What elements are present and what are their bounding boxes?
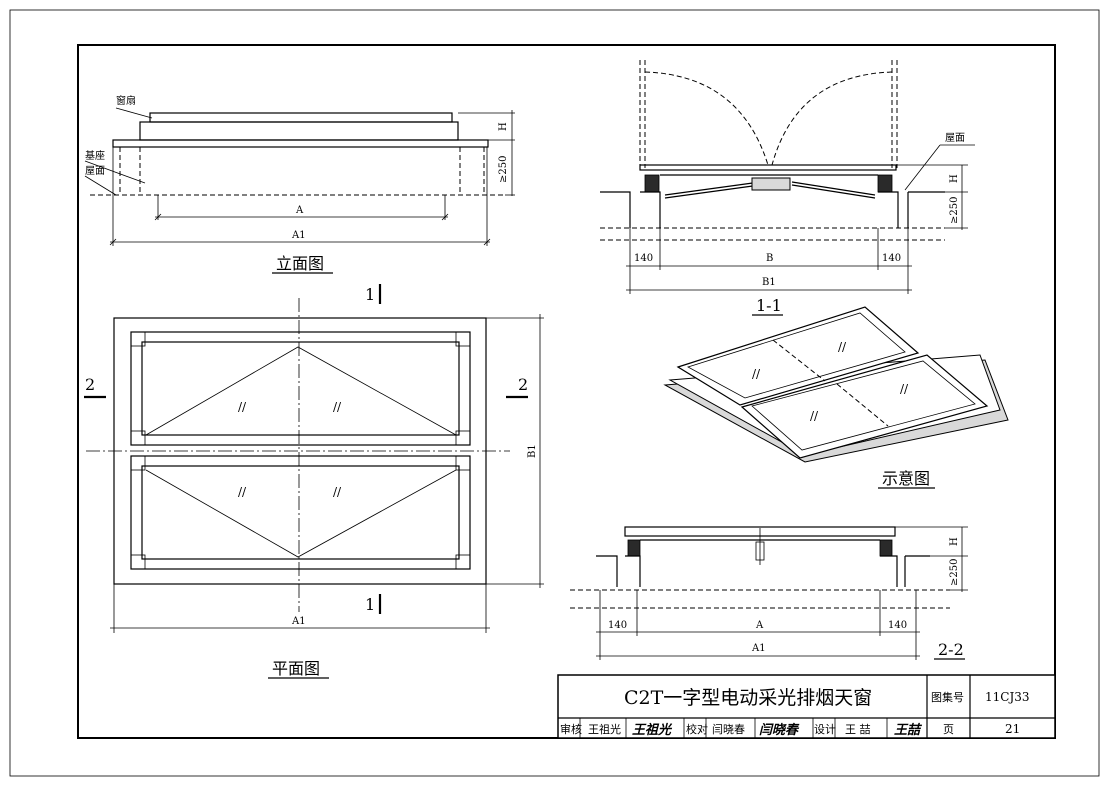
dim-a1-section2: A1 — [751, 643, 766, 654]
atlas-number: 11CJ33 — [985, 690, 1030, 704]
elevation-view: 窗扇 基座 屋面 A A1 H ≥250 立面图 — [84, 94, 515, 274]
design-label: 设计 — [814, 723, 836, 736]
cut-mark-1-bottom: 1 — [365, 595, 375, 614]
dim-b1: B1 — [762, 277, 776, 288]
caption-plan: 平面图 — [272, 659, 320, 678]
designer-name: 王 喆 — [845, 723, 871, 736]
dim-a1-plan: A1 — [291, 616, 306, 627]
isometric-view: // // // // 示意图 — [663, 306, 1009, 489]
glass-mark-iso: // — [900, 382, 909, 396]
dim-b: B — [766, 253, 773, 264]
label-roof: 屋面 — [85, 165, 105, 177]
dim-base-section1: ≥250 — [949, 197, 960, 224]
dim-140-left-section1: 140 — [634, 253, 653, 264]
dim-h: H — [498, 122, 509, 131]
review-label: 审核 — [560, 722, 582, 736]
dim-h-section2: H — [949, 537, 960, 546]
checker-signature: 闫晓春 — [759, 722, 800, 738]
dim-a-section2: A — [755, 620, 764, 631]
caption-elevation: 立面图 — [276, 254, 324, 273]
dim-a: A — [295, 205, 304, 216]
cut-mark-1-top: 1 — [365, 285, 375, 304]
glass-mark-plan: // — [238, 485, 247, 499]
cut-mark-2-left: 2 — [85, 375, 95, 394]
dim-b1-plan: B1 — [527, 444, 538, 458]
glass-mark-plan: // — [333, 400, 342, 414]
plan-view: // // // // 1 1 2 2 B1 A1 平面图 — [84, 284, 544, 679]
cut-mark-2-right: 2 — [518, 375, 528, 394]
glass-mark-iso: // — [810, 409, 819, 423]
title-block: C2T一字型电动采光排烟天窗 图集号 11CJ33 审核 王祖光 王祖光 校对 … — [557, 674, 1056, 739]
reviewer-signature: 王祖光 — [632, 722, 673, 738]
glass-mark-iso: // — [752, 367, 761, 381]
checker-name: 闫晓春 — [712, 723, 745, 736]
label-base: 基座 — [85, 149, 105, 162]
dim-base-section2: ≥250 — [949, 559, 960, 586]
dim-h-section1: H — [949, 174, 960, 183]
glass-mark-iso: // — [838, 340, 847, 354]
caption-iso: 示意图 — [882, 469, 930, 488]
dim-a1: A1 — [291, 230, 306, 241]
dim-140-right-section2: 140 — [888, 620, 907, 631]
designer-signature: 王喆 — [894, 722, 923, 738]
atlas-label: 图集号 — [931, 690, 964, 704]
dim-140-left-section2: 140 — [608, 620, 627, 631]
reviewer-name: 王祖光 — [588, 722, 621, 736]
page-label: 页 — [943, 723, 954, 736]
caption-section-1: 1-1 — [756, 296, 782, 315]
label-roof-section1: 屋面 — [945, 132, 965, 144]
page-number: 21 — [1005, 722, 1020, 736]
label-sash: 窗扇 — [116, 94, 136, 107]
section-2-2: H ≥250 140 A 140 A1 2-2 — [570, 526, 968, 660]
glass-mark-plan: // — [333, 485, 342, 499]
section-1-1: 屋面 H ≥250 140 B 140 B1 1-1 — [600, 60, 975, 316]
drawing-title: C2T一字型电动采光排烟天窗 — [624, 687, 872, 709]
glass-mark-plan: // — [238, 400, 247, 414]
check-label: 校对 — [686, 722, 708, 736]
dim-base-height: ≥250 — [498, 156, 509, 183]
caption-section-2: 2-2 — [938, 640, 964, 659]
dim-140-right-section1: 140 — [882, 253, 901, 264]
outer-border — [9, 9, 1100, 777]
